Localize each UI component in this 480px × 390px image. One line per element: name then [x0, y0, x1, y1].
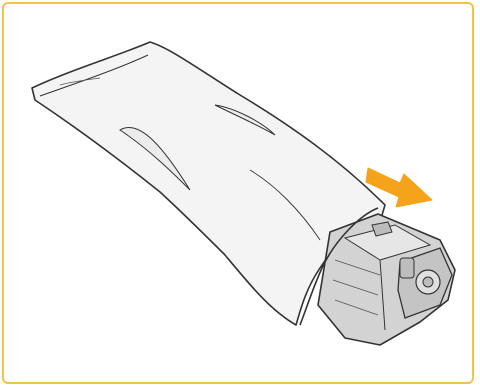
toner-cartridge — [318, 214, 455, 345]
